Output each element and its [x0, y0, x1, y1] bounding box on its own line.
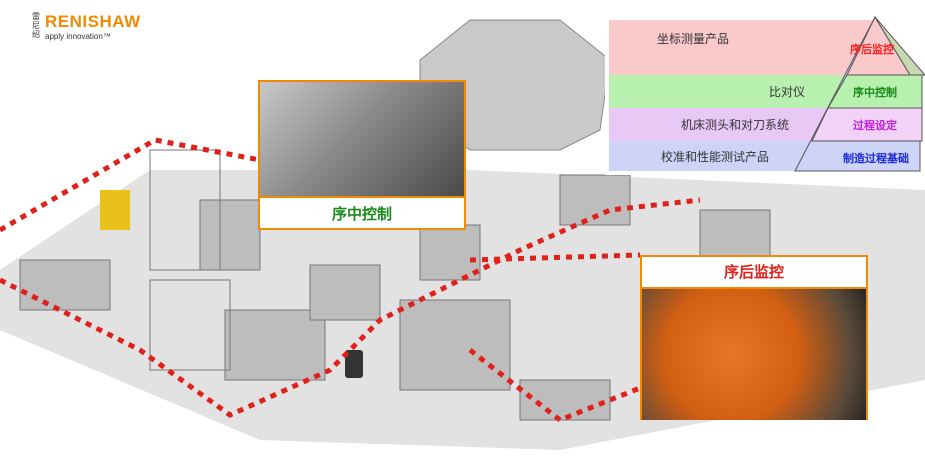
pyramid-process-setting: 过程设定 — [853, 119, 897, 132]
band-comparator: 比对仪 — [609, 75, 849, 108]
product-legend: 坐标测量产品 比对仪 机床测头和对刀系统 校准和性能测试产品 序后监控 序中控制… — [605, 15, 925, 175]
pyramid — [794, 15, 925, 172]
band-machine-probes: 机床测头和对刀系统 — [609, 108, 834, 141]
pyramid-post-process: 序后监控 — [850, 43, 894, 56]
logo-brand: RENISHAW — [45, 12, 141, 31]
band-calibration: 校准和性能测试产品 — [609, 141, 819, 171]
in-process-label: 序中控制 — [260, 196, 464, 230]
band-cmm: 坐标测量产品 — [609, 20, 879, 75]
forklift — [100, 190, 130, 230]
in-process-photo — [260, 82, 464, 196]
band-label: 机床测头和对刀系统 — [681, 118, 790, 132]
pyramid-in-process: 序中控制 — [853, 86, 897, 99]
process-path — [0, 137, 701, 423]
band-label: 比对仪 — [769, 85, 806, 99]
post-process-label: 序后监控 — [642, 257, 866, 289]
logo-tagline: apply innovation™ — [45, 32, 111, 41]
pyramid-foundation: 制造过程基础 — [843, 152, 909, 165]
logo-chinese: 雷尼绍 — [32, 12, 40, 39]
post-process-photo — [642, 289, 866, 420]
band-label: 校准和性能测试产品 — [661, 149, 770, 164]
phone — [345, 350, 363, 378]
in-process-callout: 序中控制 — [258, 80, 466, 230]
renishaw-logo: 雷尼绍 RENISHAW apply innovation™ — [32, 12, 141, 41]
band-label: 坐标测量产品 — [657, 32, 730, 46]
post-process-callout: 序后监控 — [640, 255, 868, 420]
